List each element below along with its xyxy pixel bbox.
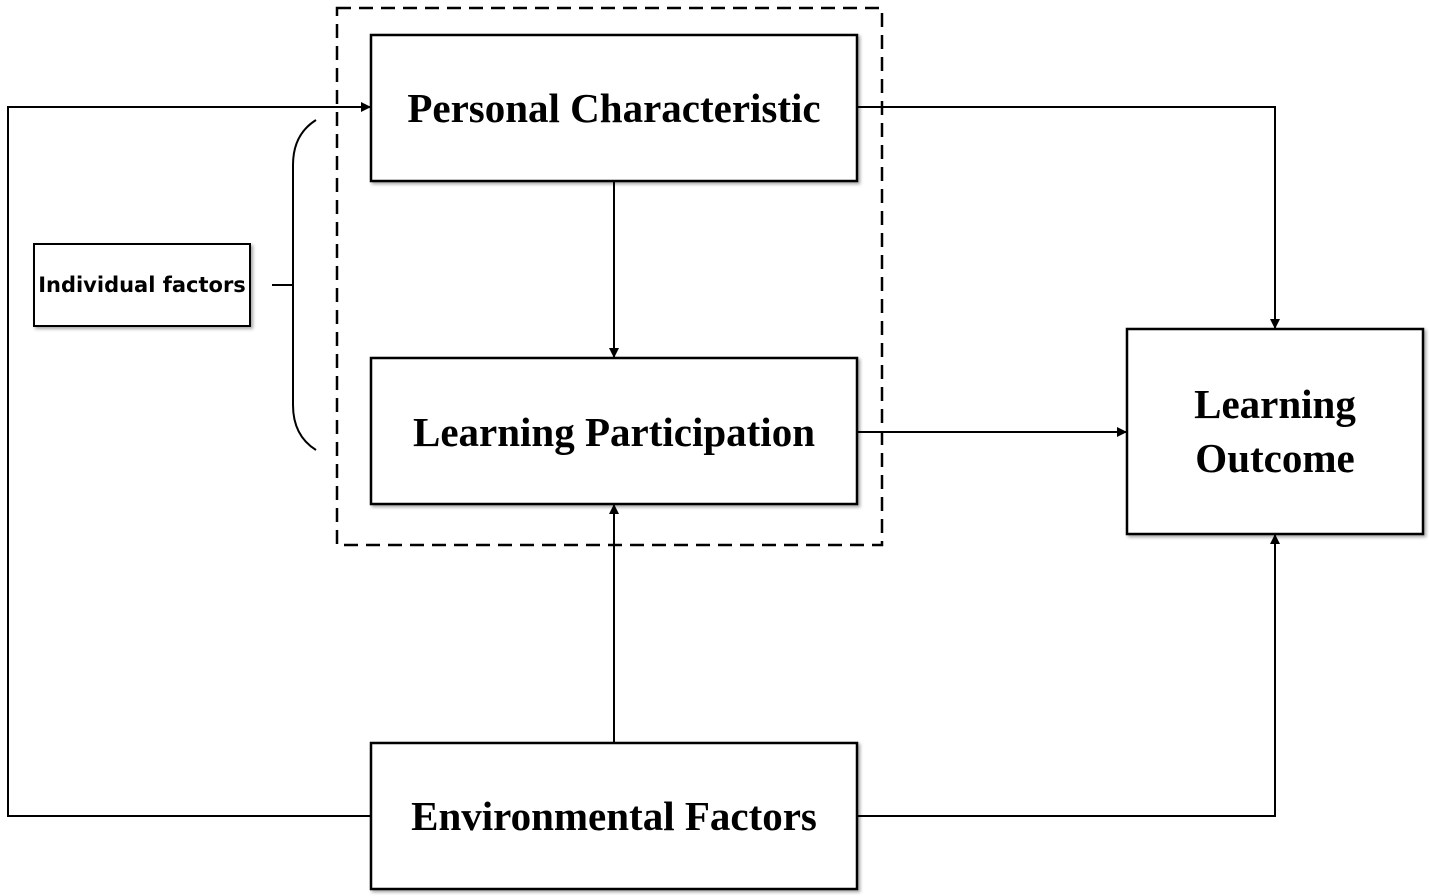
edge-environmental-to-personal	[7, 102, 371, 817]
node-personal-characteristic: Personal Characteristic	[369, 33, 859, 183]
edge-environmental-to-outcome	[857, 534, 1280, 817]
node-environmental-factors: Environmental Factors	[369, 741, 859, 891]
individual-factors-brace	[292, 119, 317, 451]
learning-outcome-label-line2: Outcome	[1195, 435, 1354, 481]
node-individual-factors: Individual factors	[33, 243, 251, 327]
environmental-factors-label: Environmental Factors	[411, 793, 817, 839]
learning-participation-label: Learning Participation	[413, 409, 815, 455]
personal-characteristic-label: Personal Characteristic	[407, 85, 820, 131]
learning-outcome-label-line1: Learning	[1194, 381, 1356, 427]
node-learning-outcome: Learning Outcome	[1125, 327, 1425, 536]
edge-personal-to-outcome	[857, 106, 1280, 329]
node-learning-participation: Learning Participation	[369, 356, 859, 506]
individual-factors-group	[335, 6, 884, 547]
individual-factors-label: Individual factors	[38, 273, 246, 297]
